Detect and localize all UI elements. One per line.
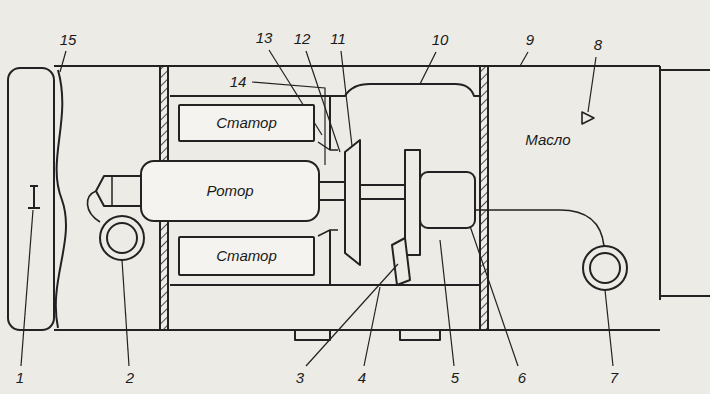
- leader-line: [364, 287, 380, 366]
- callout-number: 5: [449, 370, 461, 387]
- foot: [295, 330, 330, 340]
- cable-coil: [100, 216, 144, 260]
- medium-label: Масло: [523, 132, 572, 149]
- leader-line: [21, 210, 33, 366]
- leader-line: [341, 51, 352, 146]
- leader-lines: [21, 50, 613, 366]
- disk: [405, 150, 420, 255]
- part-name: Статор: [216, 115, 277, 132]
- leader-line: [60, 51, 66, 72]
- end-cap: [8, 68, 54, 330]
- leader-line: [440, 240, 454, 366]
- callout-number: 13: [254, 30, 275, 47]
- rotor-box: Ротор: [140, 160, 320, 222]
- thrust-disk: [345, 140, 360, 265]
- callout-number: 4: [356, 370, 368, 387]
- leader-line: [122, 260, 129, 366]
- bulkhead: [480, 66, 488, 330]
- callout-number: 14: [228, 74, 249, 91]
- callout-number: 8: [592, 37, 604, 54]
- callout-number: 15: [58, 32, 79, 49]
- leader-line: [306, 264, 398, 366]
- callout-number: 10: [430, 32, 451, 49]
- vent-plug: [582, 112, 594, 124]
- stator-box: Статор: [178, 236, 315, 276]
- wire: [87, 191, 100, 222]
- leader-line: [520, 52, 528, 66]
- shaft: [360, 185, 406, 199]
- shaft-ring: [111, 176, 113, 206]
- oil-chamber: [330, 84, 480, 285]
- callout-number: 9: [524, 32, 536, 49]
- diaphragm: [56, 70, 66, 328]
- cable-coil-inner: [107, 223, 137, 253]
- part-name: Ротор: [206, 183, 253, 200]
- callout-number: 3: [294, 370, 306, 387]
- housing-end: [660, 66, 710, 300]
- callout-number: 12: [292, 31, 313, 48]
- callout-number: 11: [328, 31, 348, 48]
- leader-line: [588, 57, 596, 112]
- stator-box: Статор: [178, 104, 315, 142]
- part-name: Статор: [216, 248, 277, 265]
- bearing-segment: [392, 238, 410, 285]
- valve: [28, 186, 40, 208]
- callout-number: 6: [516, 370, 528, 387]
- cable-coil: [583, 246, 627, 290]
- cylinder: [420, 172, 475, 228]
- leader-line: [470, 226, 518, 366]
- foot: [400, 330, 440, 340]
- callout-number: 2: [124, 370, 136, 387]
- housing-wall: [54, 66, 660, 330]
- shaft: [318, 182, 346, 200]
- shaft-end: [96, 176, 140, 206]
- leader-line: [420, 52, 436, 84]
- callout-number: 7: [608, 370, 620, 387]
- leader-line: [605, 290, 613, 366]
- wire: [475, 210, 604, 246]
- callout-number: 1: [14, 370, 26, 387]
- cable-coil-inner: [590, 253, 620, 283]
